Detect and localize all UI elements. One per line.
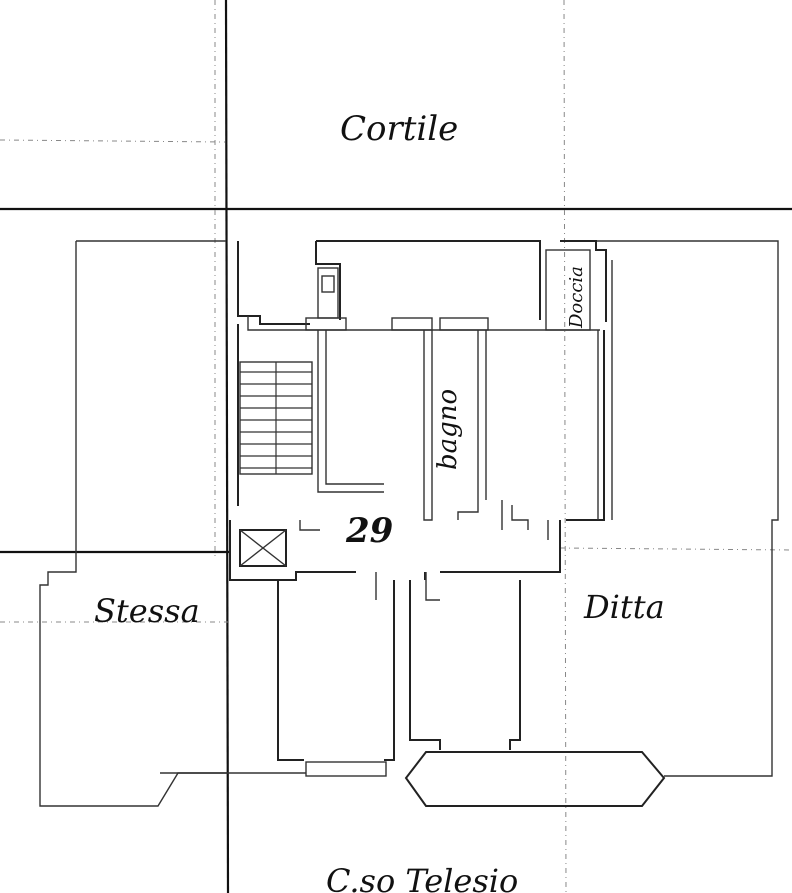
elevator-shaft: [239, 529, 287, 567]
top-windows: [305, 249, 591, 331]
window-room: [391, 317, 433, 331]
grid-line-vertical-main: [224, 0, 230, 893]
shower-label: Doccia: [566, 266, 587, 329]
unit-number-label: 29: [345, 511, 393, 551]
balcony: [404, 751, 666, 807]
front-window: [305, 761, 387, 777]
interior-partitions: [247, 260, 613, 601]
chimney-flue: [317, 267, 339, 319]
left-neighbor-label: Stessa: [94, 592, 200, 630]
grid-line-horizontal-dashed-3: [0, 139, 226, 143]
street-label: C.so Telesio: [326, 862, 518, 893]
staircase: [239, 361, 313, 475]
elevator-cross: [239, 529, 287, 567]
grid-line-horizontal-dashed-2: [559, 547, 792, 551]
unit-outer-wall: [229, 240, 607, 761]
shower-enclosure: [545, 249, 591, 331]
grid-line-vertical-dashed: [563, 0, 567, 893]
right-building-outline: [596, 240, 779, 777]
bathroom-label: bagno: [433, 389, 463, 470]
courtyard-label: Cortile: [340, 109, 458, 149]
window-bath: [439, 317, 489, 331]
elevator-box: [239, 529, 287, 567]
right-neighbor-label: Ditta: [583, 588, 665, 626]
left-building-outline: [39, 240, 228, 807]
flue-opening: [321, 275, 335, 293]
